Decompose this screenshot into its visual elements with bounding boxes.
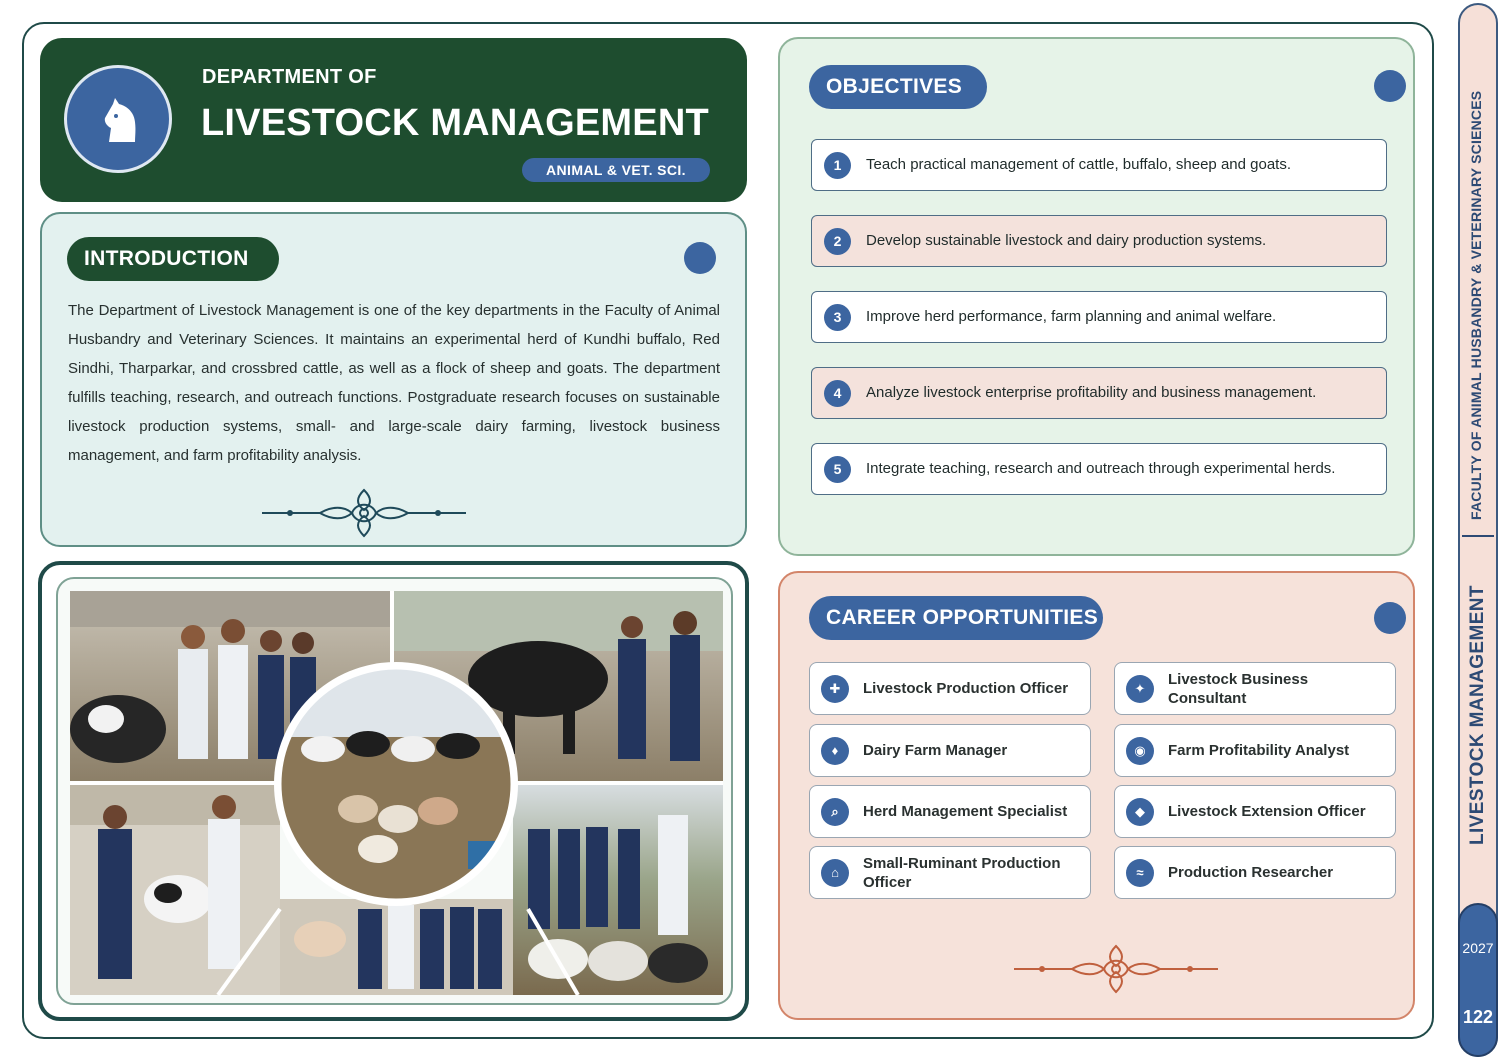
objectives-section: OBJECTIVES 1 Teach practical management …	[778, 37, 1415, 556]
sparkle-icon: ✦	[1126, 675, 1154, 703]
scroll-ornament-icon	[262, 488, 466, 538]
plus-icon: ✚	[821, 675, 849, 703]
objective-number: 5	[824, 456, 851, 483]
objective-item: 4 Analyze livestock enterprise profitabi…	[811, 367, 1387, 419]
department-emblem	[64, 65, 172, 173]
horse-head-icon	[104, 98, 136, 142]
side-divider	[1462, 535, 1494, 537]
department-of-label: DEPARTMENT OF	[202, 66, 377, 88]
introduction-text: The Department of Livestock Management i…	[68, 302, 720, 464]
career-item-dairy-farm-manager: ♦ Dairy Farm Manager	[809, 724, 1091, 777]
career-label: Farm Profitability Analyst	[1168, 742, 1350, 759]
search-icon: ⌕	[821, 798, 849, 826]
target-icon: ◉	[1126, 737, 1154, 765]
career-label: Small-Ruminant Production Officer	[863, 854, 1061, 891]
objective-text: Integrate teaching, research and outreac…	[866, 460, 1336, 477]
career-item-livestock-extension-officer: ◆ Livestock Extension Officer	[1114, 785, 1396, 838]
career-label: Production Researcher	[1168, 864, 1334, 881]
department-header: DEPARTMENT OF LIVESTOCK MANAGEMENT ANIMA…	[40, 38, 747, 202]
faculty-name: FACULTY OF ANIMAL HUSBANDRY & VETERINARY…	[1468, 90, 1484, 520]
objective-item: 5 Integrate teaching, research and outre…	[811, 443, 1387, 495]
career-item-farm-profitability-analyst: ◉ Farm Profitability Analyst	[1114, 724, 1396, 777]
career-opportunities-heading: CAREER OPPORTUNITIES	[809, 596, 1103, 640]
wave-icon: ≈	[1126, 859, 1154, 887]
objectives-heading: OBJECTIVES	[809, 65, 987, 109]
career-item-herd-management-specialist: ⌕ Herd Management Specialist	[809, 785, 1091, 838]
career-item-livestock-business-consultant: ✦ Livestock Business Consultant	[1114, 662, 1396, 715]
department-title: LIVESTOCK MANAGEMENT	[201, 102, 709, 144]
objective-text: Teach practical management of cattle, bu…	[866, 156, 1291, 173]
objective-item: 1 Teach practical management of cattle, …	[811, 139, 1387, 191]
objective-text: Analyze livestock enterprise profitabili…	[866, 384, 1317, 401]
career-label: Livestock Extension Officer	[1168, 803, 1366, 820]
photo-collage	[56, 577, 733, 1005]
objective-number: 2	[824, 228, 851, 255]
objective-text: Improve herd performance, farm planning …	[866, 308, 1277, 325]
introduction-section: INTRODUCTION The Department of Livestock…	[40, 212, 747, 547]
side-tab	[1458, 3, 1498, 1057]
objective-number: 1	[824, 152, 851, 179]
career-label: Livestock Production Officer	[863, 680, 1069, 697]
career-item-livestock-production-officer: ✚ Livestock Production Officer	[809, 662, 1091, 715]
objective-item: 3 Improve herd performance, farm plannin…	[811, 291, 1387, 343]
side-department-name: LIVESTOCK MANAGEMENT	[1467, 585, 1488, 845]
side-tab-footer	[1458, 903, 1498, 1057]
objective-number: 4	[824, 380, 851, 407]
career-label: Livestock Business Consultant	[1168, 670, 1309, 707]
diamond-icon: ◆	[1126, 798, 1154, 826]
photo-collage-frame	[38, 561, 749, 1021]
sheep-icon: ⌂	[821, 859, 849, 887]
objective-text: Develop sustainable livestock and dairy …	[866, 232, 1267, 249]
section-dot-icon	[684, 242, 716, 274]
objective-item: 2 Develop sustainable livestock and dair…	[811, 215, 1387, 267]
introduction-heading: INTRODUCTION	[67, 237, 279, 281]
section-dot-icon	[1374, 70, 1406, 102]
page-number: 122	[1462, 1007, 1494, 1027]
career-label: Dairy Farm Manager	[863, 742, 1008, 759]
career-opportunities-section: CAREER OPPORTUNITIES ✚ Livestock Product…	[778, 571, 1415, 1020]
section-dot-icon	[1374, 602, 1406, 634]
objective-number: 3	[824, 304, 851, 331]
faculty-tag: ANIMAL & VET. SCI.	[522, 158, 710, 182]
drop-icon: ♦	[821, 737, 849, 765]
career-item-small-ruminant-production-officer: ⌂ Small-Ruminant Production Officer	[809, 846, 1091, 899]
scroll-ornament-icon	[1014, 944, 1218, 994]
career-label: Herd Management Specialist	[863, 803, 1068, 820]
year-label: 2027	[1462, 940, 1494, 956]
livestock-photo-collage	[70, 591, 723, 997]
career-item-production-researcher: ≈ Production Researcher	[1114, 846, 1396, 899]
